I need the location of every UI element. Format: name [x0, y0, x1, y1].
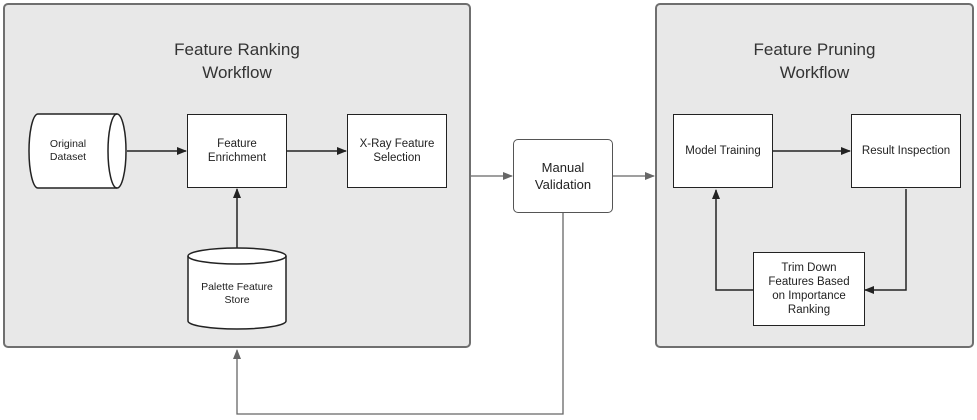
xray-selection-node: X-Ray Feature Selection: [347, 114, 447, 188]
manual-validation-node: Manual Validation: [513, 139, 613, 213]
original-dataset-cylinder: [28, 113, 127, 189]
palette-store-cylinder: [187, 247, 287, 330]
arrow-validation-feedback: [233, 212, 564, 415]
feature-pruning-title: Feature Pruning Workflow: [753, 40, 876, 82]
trim-down-node: Trim Down Features Based on Importance R…: [753, 252, 865, 326]
arrow-trim-to-training: [712, 189, 753, 291]
feature-ranking-title: Feature Ranking Workflow: [174, 40, 300, 82]
result-inspection-node: Result Inspection: [851, 114, 961, 188]
original-dataset-label: Original Dataset: [49, 138, 87, 163]
model-training-node: Model Training: [673, 114, 773, 188]
arrow-inspection-to-trim: [864, 189, 907, 294]
feature-enrichment-node: Feature Enrichment: [187, 114, 287, 188]
palette-store-label: Palette Feature Store: [201, 281, 273, 306]
